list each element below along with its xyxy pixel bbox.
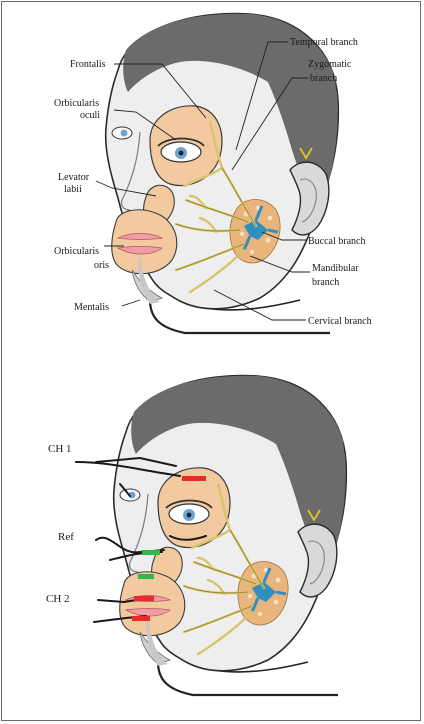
label-frontalis: Frontalis bbox=[70, 59, 106, 70]
label-orbicularis-oris-line2: oris bbox=[94, 260, 109, 271]
label-ref: Ref bbox=[58, 531, 74, 543]
top-head-illustration bbox=[106, 13, 339, 333]
ref-electrode bbox=[142, 550, 160, 555]
ch1-electrode bbox=[182, 476, 206, 481]
label-ch1: CH 1 bbox=[48, 443, 72, 455]
label-cervical-branch: Cervical branch bbox=[308, 316, 372, 327]
label-mandibular-branch-line2: branch bbox=[312, 277, 339, 288]
label-mentalis: Mentalis bbox=[74, 302, 109, 313]
bottom-labels: CH 1 Ref CH 2 bbox=[46, 443, 74, 605]
label-mandibular-branch-line1: Mandibular bbox=[312, 263, 359, 274]
label-orbicularis-oris-line1: Orbicularis bbox=[54, 246, 99, 257]
label-orbicularis-oculi-line2: oculi bbox=[80, 110, 100, 121]
label-buccal-branch: Buccal branch bbox=[308, 236, 365, 247]
ref-electrode-2 bbox=[138, 574, 154, 579]
label-temporal-branch: Temporal branch bbox=[290, 37, 358, 48]
label-zygomatic-branch-line1: Zygomatic bbox=[308, 59, 352, 70]
label-ch2: CH 2 bbox=[46, 593, 70, 605]
label-levator-labii-line2: labii bbox=[64, 184, 82, 195]
ch2-electrode-upper bbox=[134, 596, 154, 601]
label-zygomatic-branch-line2: branch bbox=[310, 73, 337, 84]
bottom-head-illustration bbox=[114, 375, 347, 695]
label-levator-labii-line1: Levator bbox=[58, 172, 90, 183]
ch2-electrode-lower bbox=[132, 616, 150, 621]
label-orbicularis-oculi-line1: Orbicularis bbox=[54, 98, 99, 109]
